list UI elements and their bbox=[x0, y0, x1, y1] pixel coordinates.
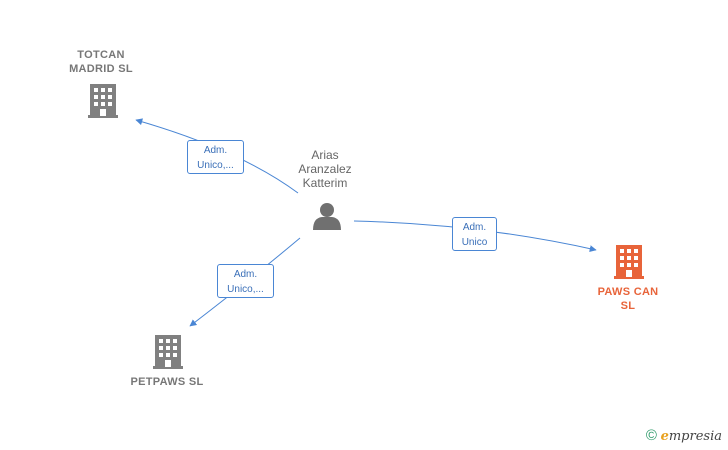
building-icon[interactable] bbox=[153, 335, 183, 369]
node-label-person[interactable]: Arias Aranzalez Katterim bbox=[298, 148, 352, 190]
copyright-icon: © bbox=[645, 427, 657, 444]
brand-e: e bbox=[660, 429, 669, 444]
node-label-petpaws[interactable]: PETPAWS SL bbox=[130, 376, 204, 388]
person-icon[interactable] bbox=[313, 203, 341, 230]
brand-text: mpresia bbox=[668, 429, 722, 444]
edge-label-totcan: Adm. Unico,... bbox=[187, 140, 244, 174]
edge-label-paws: Adm. Unico bbox=[452, 217, 497, 251]
node-label-totcan[interactable]: TOTCAN MADRID SL bbox=[69, 49, 133, 75]
building-icon[interactable] bbox=[614, 245, 644, 279]
building-icon[interactable] bbox=[88, 84, 118, 118]
edge-label-petpaws: Adm. Unico,... bbox=[217, 264, 274, 298]
brand-logo: © empresia bbox=[646, 427, 722, 444]
node-label-paws[interactable]: PAWS CAN SL bbox=[597, 286, 659, 312]
